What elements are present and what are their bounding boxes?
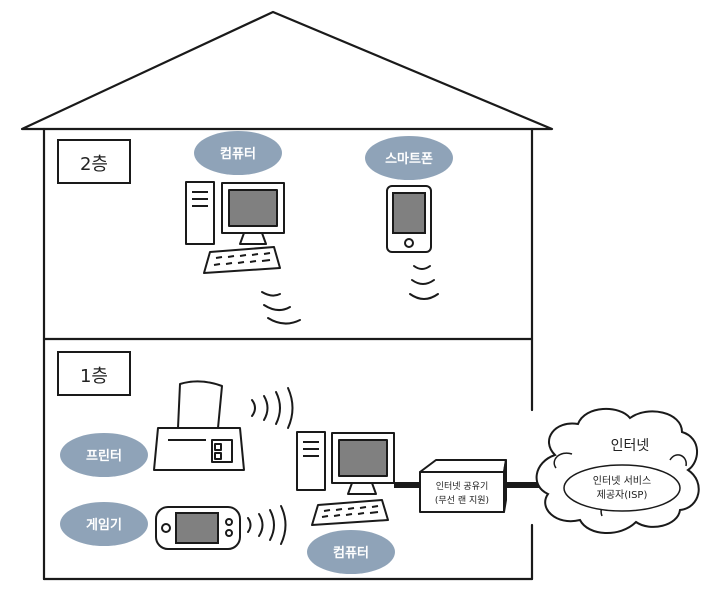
label-printer-text: 프린터 [86,448,122,464]
computer-upper-icon [185,181,301,325]
house [20,10,554,581]
router-label-line2: (무선 랜 지원) [435,495,489,506]
router-icon [419,459,507,513]
roof [20,10,554,131]
label-smartphone-text: 스마트폰 [385,151,433,167]
label-smartphone: 스마트폰 [365,136,453,180]
signal-waves-game-console [247,505,287,545]
label-computer-upper: 컴퓨터 [194,131,282,175]
floor-label-2: 2층 [57,139,131,184]
computer-lower-icon [296,431,395,526]
router-label-line1: 인터넷 공유기 [436,481,489,492]
internet-cloud [535,407,700,535]
label-computer-upper-text: 컴퓨터 [220,146,256,162]
label-game-console: 게임기 [60,502,148,546]
internet-title: 인터넷 [611,438,650,454]
tower [296,431,326,491]
floor-label-1: 1층 [57,351,131,396]
game-console-icon [155,505,287,550]
floor-label-1-text: 1층 [80,366,108,387]
signal-waves-printer [251,387,294,429]
label-printer: 프린터 [60,433,148,477]
screen [228,189,278,227]
isp-label-line2: 제공자(ISP) [597,489,648,501]
floor-label-2-text: 2층 [80,154,108,175]
screen [338,439,388,477]
keyboard [203,246,281,274]
isp-ellipse [563,464,681,512]
label-computer-lower: 컴퓨터 [307,530,395,574]
signal-waves-computer-upper [261,291,301,325]
label-game-console-text: 게임기 [86,518,122,533]
signal-waves-smartphone [409,265,439,300]
printer-icon [153,380,294,471]
isp-label-line1: 인터넷 서비스 [593,475,651,487]
label-computer-lower-text: 컴퓨터 [333,545,369,561]
smartphone-icon [386,185,439,300]
paper [177,380,223,429]
keyboard [311,499,389,526]
